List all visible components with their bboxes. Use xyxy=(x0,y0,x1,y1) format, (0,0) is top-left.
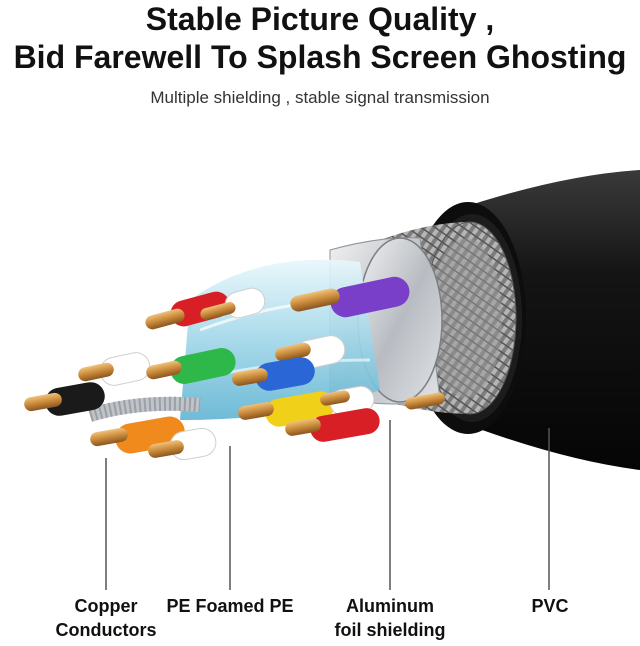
copper-label-line2: Conductors xyxy=(55,620,157,640)
subtitle: Multiple shielding , stable signal trans… xyxy=(150,88,490,107)
wire-red-top xyxy=(145,287,266,330)
aluminum-foil-label: Aluminum foil shielding xyxy=(325,594,455,642)
title-line-1: Stable Picture Quality , xyxy=(145,1,495,37)
title-line-2: Bid Farewell To Splash Screen Ghosting xyxy=(13,39,627,75)
wire-green xyxy=(146,348,236,384)
drain-strands xyxy=(87,396,201,422)
aluminum-label-line2: foil shielding xyxy=(334,620,446,640)
aluminum-label-line1: Aluminum xyxy=(346,596,434,616)
wire-blue xyxy=(232,357,315,391)
pvc-label: PVC xyxy=(515,594,585,618)
wire-white-left xyxy=(78,352,151,386)
copper-label-line1: Copper xyxy=(74,596,138,616)
wire-orange xyxy=(90,416,217,461)
pe-label-line1: PE Foamed PE xyxy=(166,596,294,616)
callout-lines xyxy=(105,420,550,590)
wire-red-bottom xyxy=(285,392,445,442)
wire-black xyxy=(24,382,105,416)
pe-foamed-pe-label: PE Foamed PE xyxy=(160,594,300,618)
copper-conductors-label: Copper Conductors xyxy=(46,594,166,642)
wire-purple xyxy=(290,276,410,318)
pvc-label-line1: PVC xyxy=(531,596,569,616)
